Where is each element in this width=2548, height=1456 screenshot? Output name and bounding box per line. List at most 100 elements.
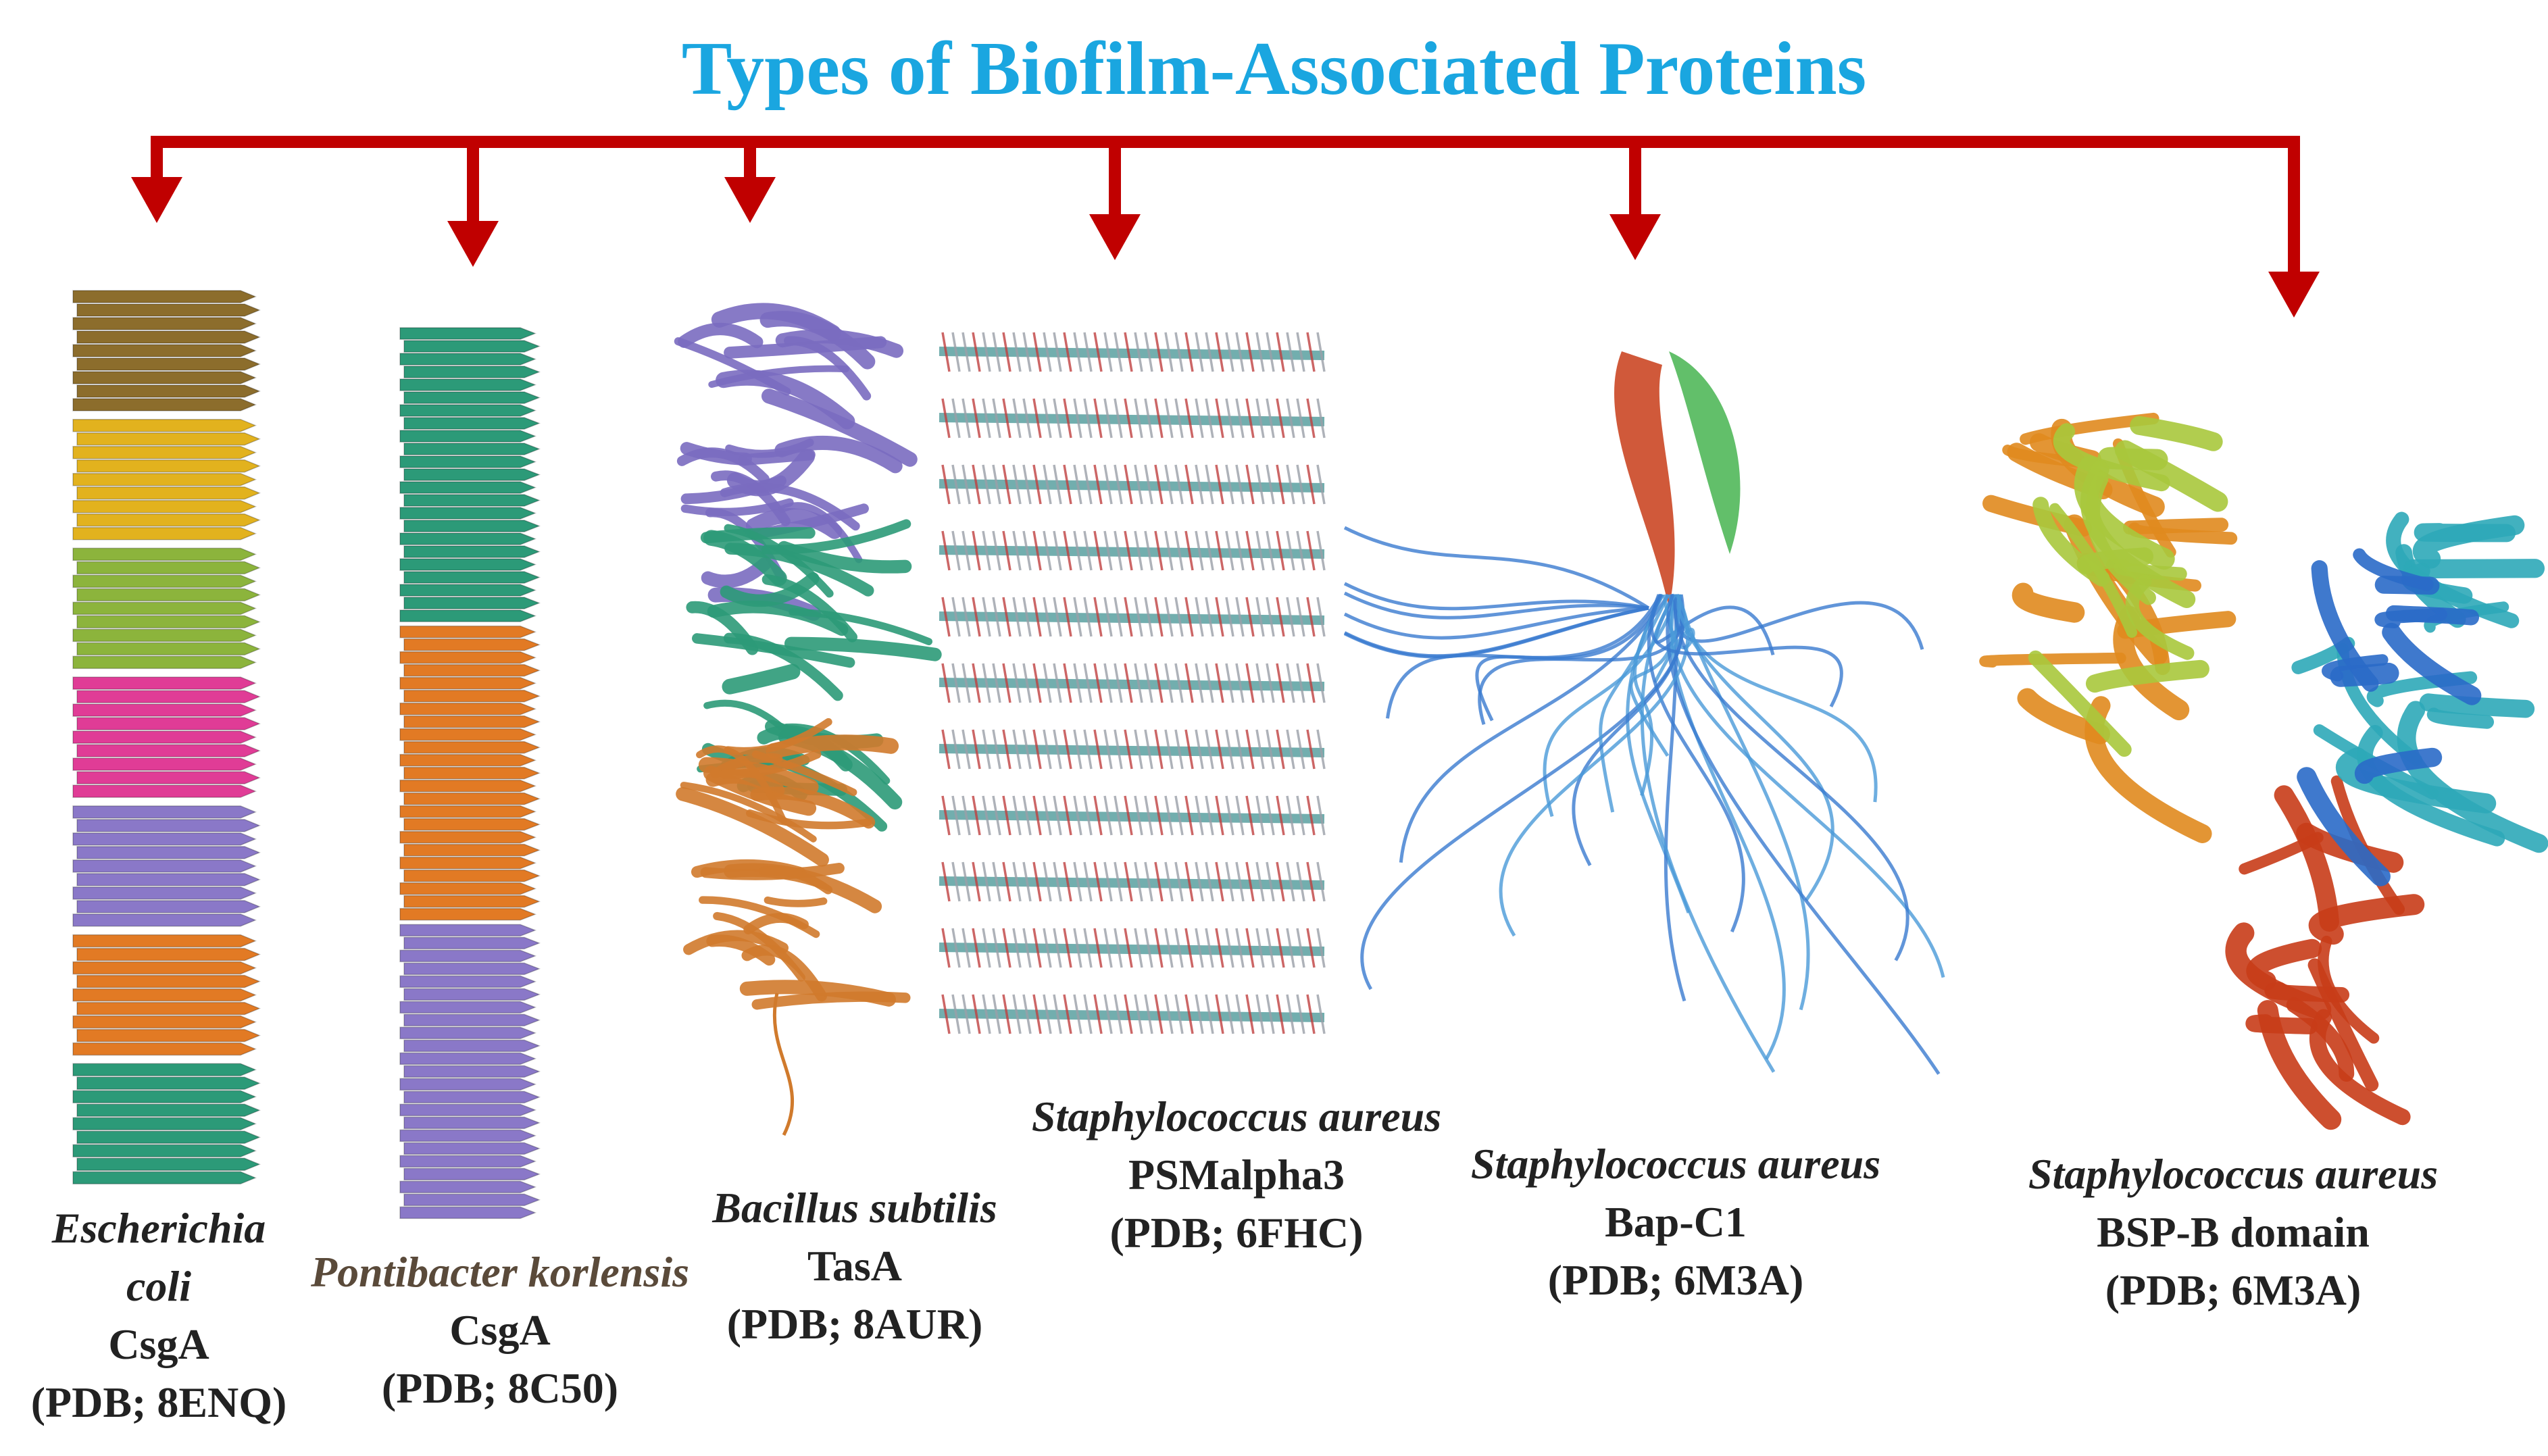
side-chain — [1053, 597, 1062, 637]
beta-strand — [76, 642, 261, 656]
side-chain — [992, 795, 1001, 836]
side-chain — [1296, 861, 1305, 902]
side-chain — [1184, 795, 1194, 836]
side-chain — [961, 332, 971, 372]
side-chain — [1012, 663, 1022, 703]
side-chain — [1174, 530, 1184, 571]
coil-model — [1343, 606, 1649, 658]
beta-segment — [72, 676, 261, 798]
side-chain — [1114, 464, 1123, 505]
beta-strand — [72, 703, 257, 717]
lattice-row — [939, 398, 1326, 438]
beta-strand — [72, 886, 257, 900]
side-chain — [1164, 928, 1174, 968]
side-chain — [951, 994, 961, 1034]
side-chain — [1245, 928, 1255, 968]
ribbon-strand — [724, 543, 874, 597]
side-chain — [1205, 861, 1214, 902]
beta-segment — [72, 934, 261, 1056]
beta-strand — [76, 1028, 261, 1043]
side-chain — [1215, 597, 1224, 637]
side-chain — [1012, 398, 1022, 438]
beta-strand — [399, 404, 537, 417]
label-bap-c1: Staphylococcus aureus Bap-C1 (PDB; 6M3A) — [1432, 1135, 1919, 1309]
ribbon-strand — [2412, 515, 2525, 569]
side-chain — [1103, 398, 1113, 438]
side-chain — [1245, 994, 1255, 1034]
side-chain — [1306, 994, 1316, 1034]
side-chain — [1255, 663, 1265, 703]
beta-strand — [72, 317, 257, 330]
side-chain — [1316, 464, 1326, 505]
side-chain — [1032, 464, 1042, 505]
lattice-row — [939, 597, 1326, 637]
beta-strand — [72, 988, 257, 1002]
beta-strand — [403, 1039, 541, 1053]
ribbon-strand — [789, 608, 933, 646]
protein-name: CsgA — [108, 1320, 209, 1368]
side-chain — [1276, 994, 1285, 1034]
side-chain — [1316, 398, 1326, 438]
side-chain — [1235, 994, 1245, 1034]
side-chain — [1296, 332, 1305, 372]
side-chain — [1205, 663, 1214, 703]
pdb-id: (PDB; 8C50) — [381, 1364, 619, 1412]
beta-strand — [403, 520, 541, 532]
side-chain — [1255, 861, 1265, 902]
ribbon-strand — [759, 311, 876, 370]
coil-model — [1343, 582, 1649, 611]
coil-model — [1649, 593, 1843, 708]
side-chain — [1154, 398, 1164, 438]
side-chain — [1184, 464, 1194, 505]
beta-strand — [72, 859, 257, 873]
side-chain — [1022, 398, 1032, 438]
side-chain — [1316, 663, 1326, 703]
side-chain — [1184, 994, 1194, 1034]
side-chain — [1306, 928, 1316, 968]
side-chain — [1296, 994, 1305, 1034]
side-chain — [1245, 729, 1255, 770]
beta-strand — [403, 689, 541, 703]
side-chain — [1114, 861, 1123, 902]
side-chain — [1255, 729, 1265, 770]
side-chain — [941, 861, 951, 902]
ribbon-strand — [722, 663, 801, 695]
side-chain — [992, 332, 1001, 372]
ribbon-strand — [680, 782, 817, 843]
ribbon-strand — [746, 809, 872, 830]
side-chain — [1124, 795, 1133, 836]
side-chain — [1073, 530, 1082, 571]
side-chain — [1134, 729, 1143, 770]
flexible-tails — [1343, 526, 1945, 1075]
lattice-row — [939, 332, 1326, 372]
side-chain — [972, 464, 981, 505]
ribbon-strand — [706, 934, 776, 966]
side-chain — [1114, 597, 1123, 637]
beta-strand — [72, 344, 257, 357]
side-chain — [1114, 530, 1123, 571]
beta-strand — [72, 601, 257, 616]
coil-model — [1673, 594, 1909, 961]
side-chain — [972, 928, 981, 968]
ribbon-strand — [2028, 650, 2132, 757]
side-chain — [1235, 729, 1245, 770]
side-chain — [951, 729, 961, 770]
beta-strand — [399, 1129, 537, 1143]
side-chain — [1195, 928, 1204, 968]
ribbon-strand — [676, 786, 829, 867]
beta-segment — [72, 1063, 261, 1185]
beta-strand — [76, 947, 261, 961]
beta-strand — [399, 1026, 537, 1040]
side-chain — [1154, 795, 1164, 836]
side-chain — [1032, 861, 1042, 902]
side-chain — [951, 663, 961, 703]
side-chain — [1205, 928, 1214, 968]
side-chain — [1306, 464, 1316, 505]
beta-strand — [76, 513, 261, 527]
side-chain — [1205, 464, 1214, 505]
side-chain — [1134, 464, 1143, 505]
side-chain — [1266, 928, 1275, 968]
side-chain — [1124, 597, 1133, 637]
coil-model — [1572, 594, 1685, 866]
side-chain — [1164, 530, 1174, 571]
